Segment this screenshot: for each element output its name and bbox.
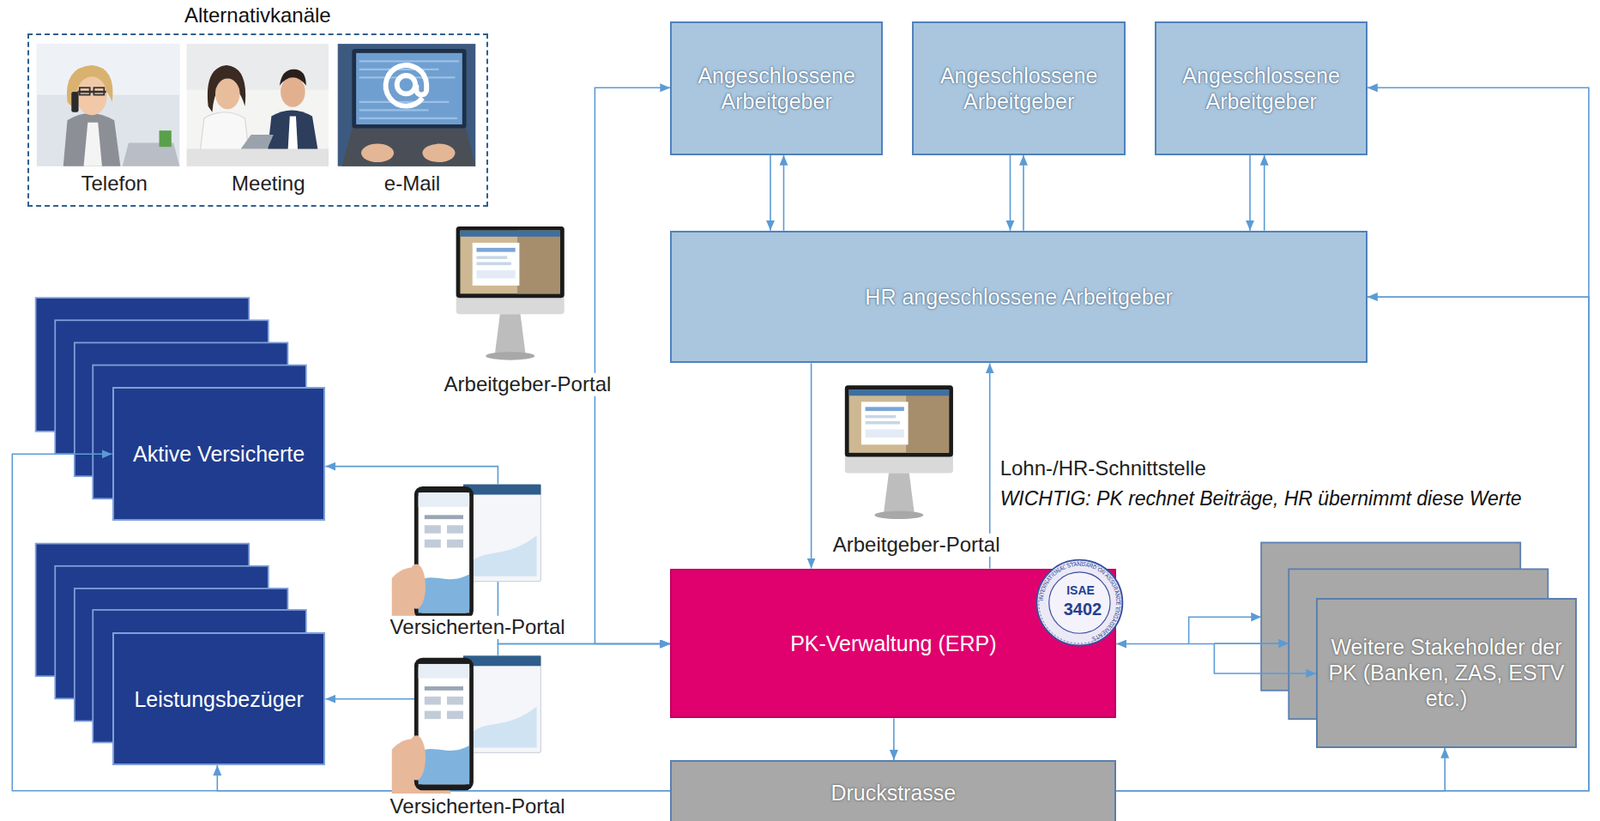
portal-label: Versicherten-Portal <box>387 615 568 639</box>
note: WICHTIG: PK rechnet Beiträge, HR übernim… <box>1000 488 1522 510</box>
portal-label: Arbeitgeber-Portal <box>441 373 615 396</box>
photo-meeting-part <box>280 76 306 108</box>
hr-box: HR angeschlossene Arbeitgeber <box>670 230 1367 364</box>
photo-caption: Meeting <box>231 172 305 195</box>
connector <box>810 362 813 568</box>
photo-telefon-part <box>76 76 108 115</box>
interface-label: Lohn-/HR-Schnittstelle <box>1000 457 1207 480</box>
portal-label: Arbeitgeber-Portal <box>830 533 1003 556</box>
photo-meeting-part <box>207 65 246 113</box>
connector <box>893 718 895 761</box>
photo-telefon <box>36 43 181 167</box>
insured-box: Aktive Versicherte <box>112 386 327 521</box>
photo-caption: e-Mail <box>384 172 441 195</box>
photo-telefon-part <box>77 90 106 93</box>
photo-meeting-part <box>279 69 307 86</box>
photo-email <box>338 43 477 167</box>
photo-telefon-part <box>66 65 114 107</box>
connector <box>769 155 772 231</box>
node-text: Angeschlossene Arbeitgeber <box>913 62 1124 115</box>
beneficiary-box: Leistungsbezüger <box>112 632 327 766</box>
photo-telefon-part <box>79 87 91 95</box>
stakeholder-arrows <box>1189 616 1290 644</box>
photo-meeting-part <box>287 116 298 154</box>
connector <box>1116 87 1589 791</box>
connector <box>12 453 671 791</box>
photo-email-part <box>338 43 477 167</box>
photo-email-part <box>386 65 428 107</box>
photo-email-part <box>422 144 455 163</box>
photo-meeting-part <box>215 78 241 110</box>
badge-ring-text: INTERNATIONAL STANDARD ON ASSURANCE ENGA… <box>1038 561 1123 643</box>
photo-email-part <box>397 75 416 94</box>
photo-email-part <box>351 48 466 129</box>
photo-telefon-part <box>36 43 181 95</box>
photo-meeting <box>187 43 329 167</box>
connector <box>783 155 785 231</box>
connector <box>325 466 671 645</box>
employer-box: Angeschlossene Arbeitgeber <box>1154 21 1367 156</box>
photo-email-part <box>356 53 463 125</box>
isae-badge-part <box>1036 560 1123 647</box>
node-text: Angeschlossene Arbeitgeber <box>671 62 881 115</box>
connector <box>594 87 671 644</box>
connector <box>325 644 671 700</box>
phone-icon <box>392 655 542 793</box>
stakeholder-box: Weitere Stakeholder der PK (Banken, ZAS,… <box>1316 597 1576 749</box>
badge-ring-text-part: INTERNATIONAL STANDARD ON ASSURANCE ENGA… <box>1038 561 1123 643</box>
imac-icon <box>845 385 954 520</box>
photo-telefon-part <box>84 122 103 167</box>
photo-meeting-part <box>267 109 319 153</box>
photo-email-part <box>361 144 394 163</box>
stakeholder-arrows-part <box>1213 642 1289 645</box>
connector <box>1249 155 1251 231</box>
connector <box>1116 748 1445 791</box>
phone-icon <box>392 484 542 622</box>
print-box: Druckstrasse <box>670 760 1117 821</box>
node-text: Weitere Stakeholder der PK (Banken, ZAS,… <box>1317 633 1575 712</box>
photo-telefon-part <box>122 142 181 166</box>
employer-box: Angeschlossene Arbeitgeber <box>670 21 882 156</box>
photo-telefon-part <box>159 130 172 147</box>
connector <box>1009 155 1012 231</box>
stakeholder-arrows-part <box>1189 616 1262 644</box>
photo-meeting-part <box>187 149 329 167</box>
photo-meeting-part <box>241 134 274 150</box>
photo-meeting-part <box>199 112 249 154</box>
group-heading: Alternativkanäle <box>29 3 486 29</box>
connector <box>217 765 671 791</box>
photo-telefon-part <box>36 43 181 167</box>
photo-telefon-part <box>93 87 104 95</box>
erp-box: PK-Verwaltung (ERP) <box>670 568 1117 719</box>
node-text: PK-Verwaltung (ERP) <box>671 630 1115 657</box>
photo-telefon-part <box>71 91 79 113</box>
isae-badge-part <box>1038 561 1121 644</box>
node-text: Leistungsbezüger <box>114 686 325 713</box>
connector <box>1116 644 1317 675</box>
connector <box>1022 155 1025 231</box>
badge-text: ISAE <box>1066 584 1095 598</box>
photo-caption: Telefon <box>81 172 148 195</box>
node-text: Angeschlossene Arbeitgeber <box>1156 62 1365 115</box>
connector <box>1116 296 1589 791</box>
node-text: Druckstrasse <box>671 779 1115 806</box>
photo-telefon-part <box>63 113 121 167</box>
imac-icon <box>456 226 565 361</box>
connector <box>1263 155 1266 231</box>
badge-text: 3402 <box>1063 599 1103 619</box>
photo-email-part <box>359 60 460 119</box>
isae-badge-part <box>1049 572 1111 634</box>
photo-meeting-part <box>187 43 329 167</box>
node-text: HR angeschlossene Arbeitgeber <box>671 283 1365 310</box>
employer-box: Angeschlossene Arbeitgeber <box>911 21 1126 156</box>
node-text: Aktive Versicherte <box>114 440 325 467</box>
photo-meeting-part <box>187 43 329 90</box>
photo-email-part <box>341 128 476 167</box>
portal-label: Versicherten-Portal <box>387 794 568 817</box>
